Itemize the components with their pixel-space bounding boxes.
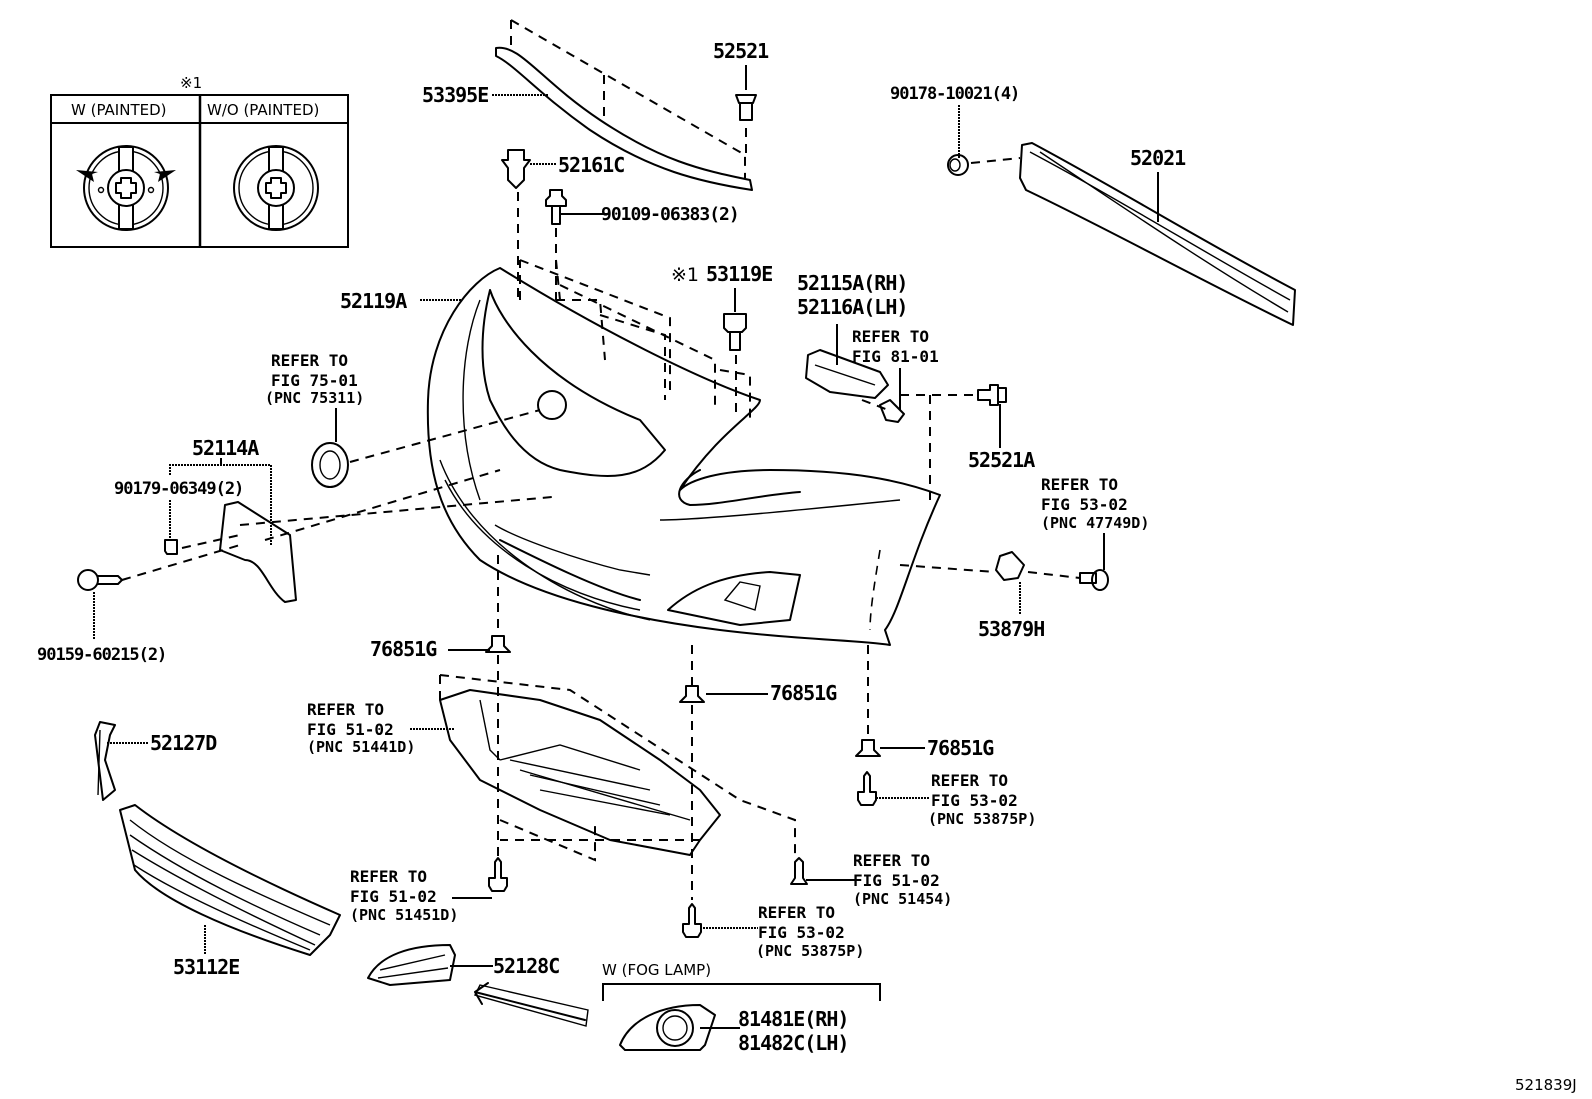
part-81481E-81482C[interactable]: 81481E(RH) 81482C(LH) (619, 1004, 849, 1055)
part-52114A[interactable]: 52114A 90179-06349(2) 90159-60215(2) (37, 436, 553, 665)
label-52119A: 52119A (340, 289, 407, 313)
figure-id: 521839J (1515, 1076, 1577, 1094)
label-53112E: 53112E (173, 955, 239, 979)
unpainted-fastener-icon (233, 145, 319, 231)
ref-5102b-line1: REFER TO (350, 867, 427, 886)
part-bolt-53875P-middle[interactable]: REFER TO FIG 53-02 (PNC 53875P) (682, 903, 864, 960)
part-52521A[interactable]: 52521A (900, 384, 1036, 500)
part-90178-10021[interactable]: 90178-10021(4) (890, 84, 1020, 176)
note-col-painted: W (PAINTED) (71, 101, 167, 119)
part-bolt-51451D[interactable]: REFER TO FIG 51-02 (PNC 51451D) (350, 857, 508, 924)
label-52127D: 52127D (150, 731, 217, 755)
label-52114A: 52114A (192, 436, 259, 460)
part-53112E-grille[interactable]: 53112E (119, 804, 341, 979)
part-engine-under-cover-51441D[interactable]: REFER TO FIG 51-02 (PNC 51441D) (307, 674, 796, 862)
ref-5302c-line3: (PNC 53875P) (756, 942, 864, 960)
ref-5302b-line1: REFER TO (931, 771, 1008, 790)
label-53119E-marker: ※1 (671, 264, 699, 286)
ref-5102a-line3: (PNC 51441D) (307, 738, 415, 756)
part-clip-51454[interactable]: REFER TO FIG 51-02 (PNC 51454) (790, 851, 952, 908)
ref-5302c-line1: REFER TO (758, 903, 835, 922)
ref-7501-line2: FIG 75-01 (271, 371, 358, 390)
ref-7501-line1: REFER TO (271, 351, 348, 370)
ref-5302c-line2: FIG 53-02 (758, 923, 845, 942)
label-52521: 52521 (713, 39, 769, 63)
label-52161C: 52161C (558, 153, 624, 177)
ref-8101-line1: REFER TO (852, 327, 929, 346)
label-52115A: 52115A(RH) (797, 271, 907, 295)
fog-lamp-group-label: W (FOG LAMP) (602, 961, 711, 979)
part-52021[interactable]: 52021 (1019, 142, 1296, 326)
note-col-unpainted: W/O (PAINTED) (207, 101, 319, 119)
ref-5302a-line1: REFER TO (1041, 475, 1118, 494)
ref-5102c-line3: (PNC 51454) (853, 890, 952, 908)
part-53395E[interactable]: 53395E (422, 19, 753, 191)
part-53879H[interactable]: 53879H REFER TO FIG 53-02 (PNC 47749D) (899, 475, 1149, 641)
note-marker: ※1 (180, 74, 202, 92)
label-76851G-left: 76851G (370, 637, 437, 661)
label-90159-60215: 90159-60215(2) (37, 645, 166, 665)
fog-lamp-group: W (FOG LAMP) (602, 961, 881, 1001)
part-76851G-middle[interactable]: 76851G (679, 645, 838, 900)
part-76851G-left[interactable]: 76851G (370, 555, 511, 860)
ref-5102b-line3: (PNC 51451D) (350, 906, 458, 924)
label-52116A: 52116A(LH) (797, 295, 907, 319)
ref-5102a-line2: FIG 51-02 (307, 720, 394, 739)
part-emblem-75311[interactable]: REFER TO FIG 75-01 (PNC 75311) (265, 351, 567, 488)
ref-5102b-line2: FIG 51-02 (350, 887, 437, 906)
ref-5302a-line2: FIG 53-02 (1041, 495, 1128, 514)
ref-5102a-line1: REFER TO (307, 700, 384, 719)
ref-5302b-line3: (PNC 53875P) (928, 810, 1036, 828)
part-52115A-52116A[interactable]: 52115A(RH) 52116A(LH) REFER TO FIG 81-01 (797, 271, 939, 423)
label-53395E: 53395E (422, 83, 488, 107)
part-52119A-bumper-cover[interactable]: 52119A (340, 259, 941, 646)
label-52021: 52021 (1130, 146, 1186, 170)
part-52521[interactable]: 52521 (713, 39, 770, 160)
label-90178-10021: 90178-10021(4) (890, 84, 1019, 104)
label-52128C: 52128C (493, 954, 559, 978)
label-76851G-middle: 76851G (770, 681, 837, 705)
label-81481E: 81481E(RH) (738, 1007, 848, 1031)
painted-note-box: ※1 W (PAINTED) W/O (PAINTED) (50, 74, 349, 248)
painted-fastener-icon (76, 145, 176, 231)
part-76851G-right[interactable]: 76851G (855, 645, 995, 760)
label-90179-06349: 90179-06349(2) (114, 479, 243, 499)
ref-5302b-line2: FIG 53-02 (931, 791, 1018, 810)
ref-5102c-line1: REFER TO (853, 851, 930, 870)
label-81482C: 81482C(LH) (738, 1031, 848, 1055)
ref-7501-line3: (PNC 75311) (265, 389, 364, 407)
part-52127D[interactable]: 52127D (94, 721, 218, 801)
ref-8101-line2: FIG 81-01 (852, 347, 939, 366)
ref-5102c-line2: FIG 51-02 (853, 871, 940, 890)
part-52161C[interactable]: 52161C (501, 149, 625, 300)
part-53119E[interactable]: ※1 53119E (671, 262, 773, 415)
label-53119E: 53119E (706, 262, 772, 286)
ref-5302a-line3: (PNC 47749D) (1041, 514, 1149, 532)
label-76851G-right: 76851G (927, 736, 994, 760)
part-bolt-53875P-right[interactable]: REFER TO FIG 53-02 (PNC 53875P) (857, 771, 1036, 828)
label-90109-06383: 90109-06383(2) (601, 204, 739, 225)
part-52128C[interactable]: 52128C (367, 944, 589, 1027)
label-52521A: 52521A (968, 448, 1035, 472)
label-53879H: 53879H (978, 617, 1044, 641)
